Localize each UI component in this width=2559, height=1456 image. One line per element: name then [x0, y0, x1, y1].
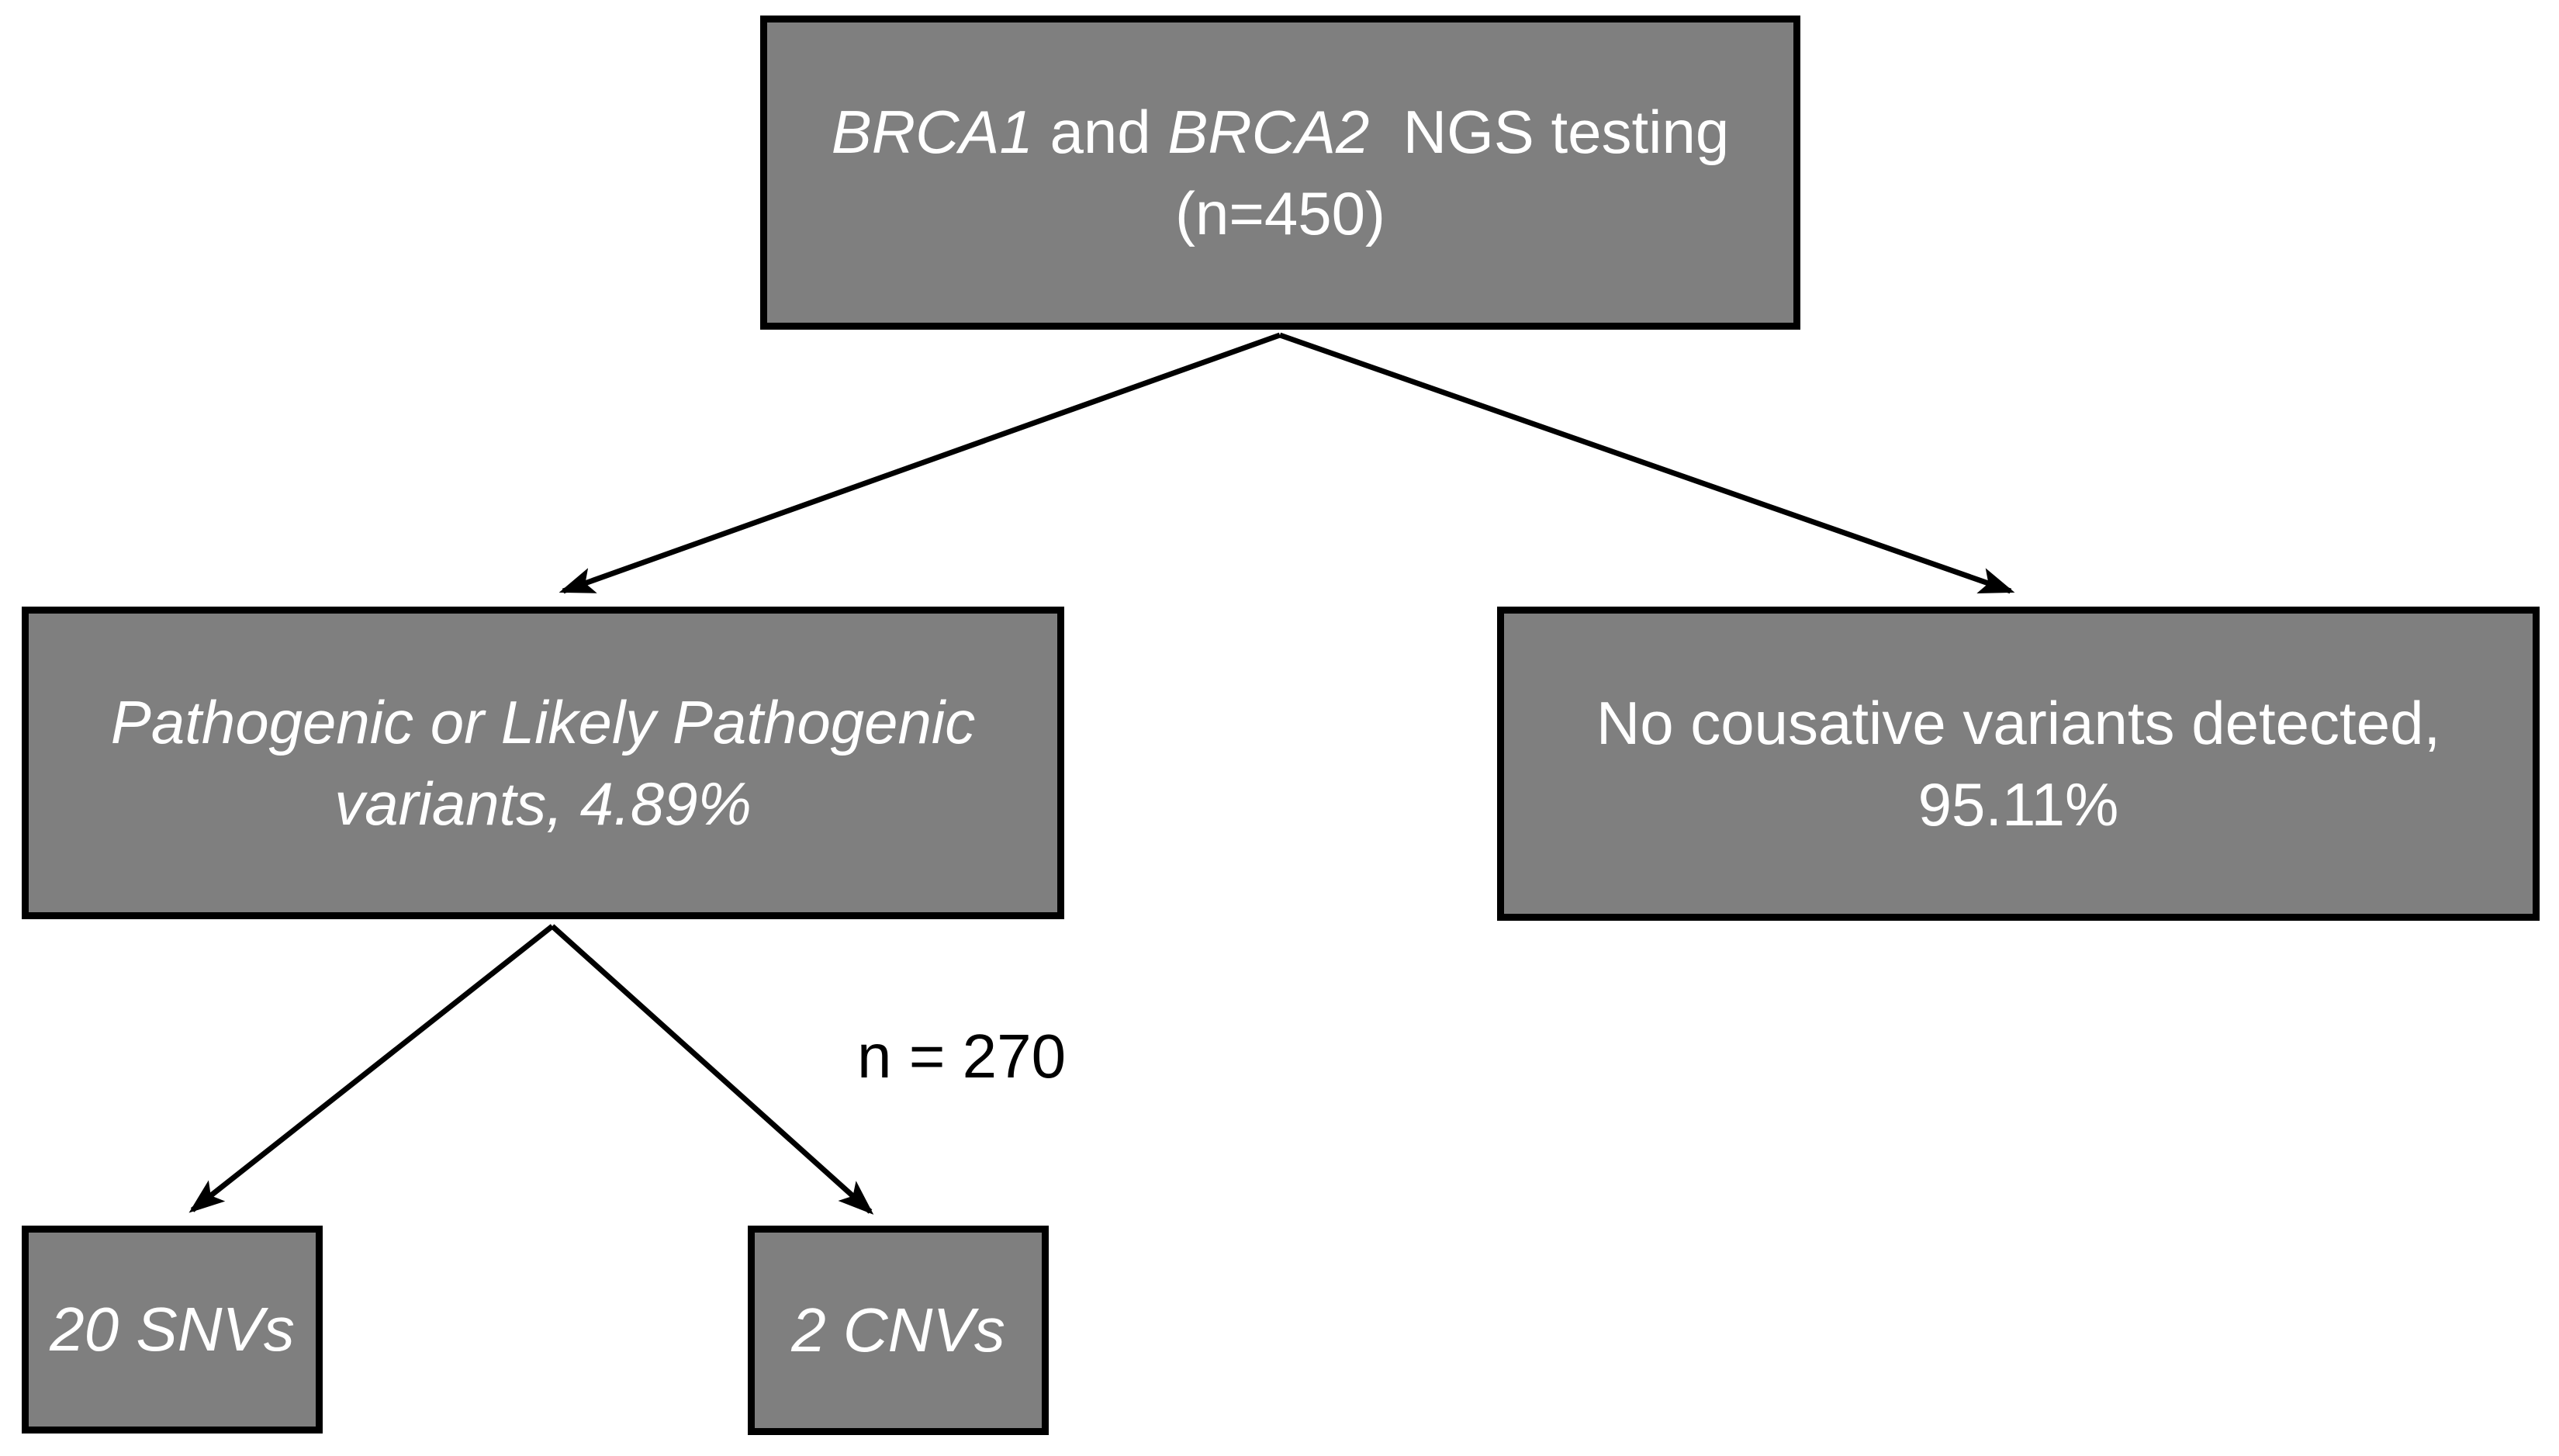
node-pathogenic-variants: Pathogenic or Likely Pathogenic variants…	[22, 607, 1064, 919]
node-ngs-testing: BRCA1 and BRCA2 NGS testing (n=450)	[760, 16, 1800, 330]
node-snv: 20 SNVs	[22, 1226, 323, 1434]
cnv-label: 2 CNVs	[791, 1295, 1005, 1365]
ngs-testing-text: NGS testing	[1369, 97, 1730, 166]
node-no-causative-variants: No cousative variants detected, 95.11%	[1497, 607, 2540, 921]
no-causative-line1: No cousative variants detected,	[1596, 688, 2441, 757]
gene-brca2-text: BRCA2	[1167, 97, 1370, 166]
snv-label: 20 SNVs	[50, 1295, 295, 1364]
conjunction-text: and	[1032, 97, 1168, 166]
ngs-testing-line1: BRCA1 and BRCA2 NGS testing	[832, 92, 1730, 173]
pathogenic-line2: variants, 4.89%	[334, 769, 752, 838]
gene-brca1-text: BRCA1	[831, 97, 1033, 166]
arrow-root-to-pathogenic	[558, 332, 1281, 594]
arrow-root-to-no-causative	[1278, 332, 2015, 594]
ngs-testing-line2: (n=450)	[1174, 178, 1386, 247]
node-cnv: 2 CNVs	[748, 1226, 1049, 1435]
arrow-pathogenic-to-snv	[188, 924, 555, 1213]
no-causative-line2: 95.11%	[1918, 770, 2119, 839]
arrow-pathogenic-to-cnv	[550, 924, 874, 1215]
pathogenic-line1: Pathogenic or Likely Pathogenic	[110, 687, 976, 756]
edge-label-n270: n = 270	[857, 1022, 1067, 1091]
